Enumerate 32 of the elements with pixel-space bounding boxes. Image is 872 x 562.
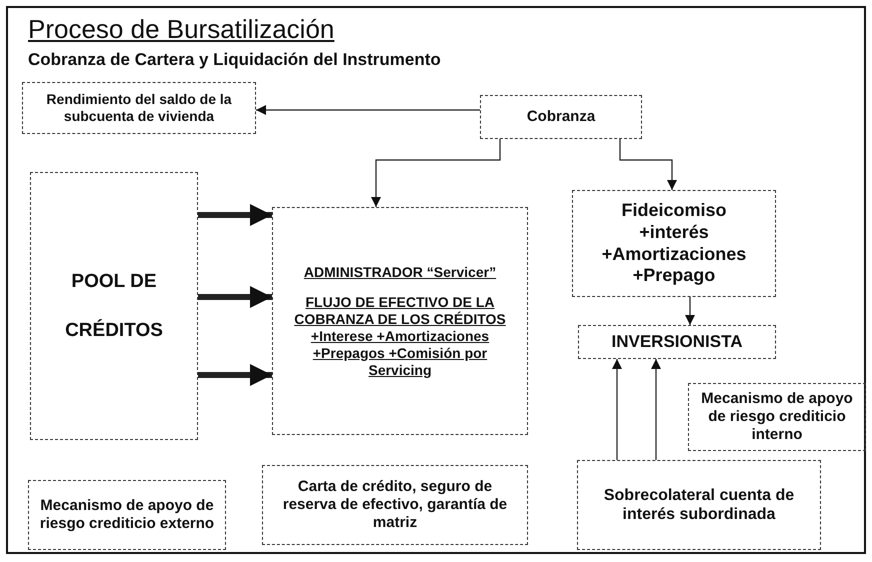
subtitle: Cobranza de Cartera y Liquidación del Instrumento: [28, 50, 441, 70]
process-box: [480, 95, 642, 139]
box-text: POOL DE CRÉDITOS: [64, 270, 164, 343]
process-box: [272, 207, 528, 435]
box-text: FLUJO DE EFECTIVO DE LA COBRANZA DE LOS CRÉDITOS +Interese +Amortizaciones +Prepagos +Comisión por Servicing: [293, 294, 507, 378]
process-box: [28, 480, 226, 550]
box-text: Carta de crédito, seguro de reserva de efectivo, garantía de matriz: [282, 478, 508, 532]
box-text: Sobrecolateral cuenta de interés subordinada: [602, 486, 796, 524]
arrow: [256, 105, 480, 115]
arrow: [651, 359, 661, 460]
process-box: [688, 383, 866, 451]
arrow: [371, 139, 501, 207]
process-box: [572, 190, 776, 297]
box-text: Mecanismo de apoyo de riesgo crediticio externo: [38, 497, 216, 533]
box-text: Mecanismo de apoyo de riesgo crediticio interno: [700, 390, 854, 444]
process-box: [577, 460, 821, 550]
box-text: Fideicomiso +interés +Amortizaciones +Prepago: [600, 200, 748, 287]
process-box: [22, 82, 256, 134]
arrow: [685, 297, 695, 325]
arrow: [198, 364, 272, 386]
box-text: INVERSIONISTA: [610, 332, 744, 352]
process-box: [30, 172, 198, 440]
box-text: Rendimiento del saldo de la subcuenta de vivienda: [45, 91, 233, 125]
arrow: [198, 286, 272, 308]
box-heading: ADMINISTRADOR “Servicer”: [302, 264, 498, 280]
arrow: [612, 359, 622, 460]
process-box: [578, 325, 776, 359]
arrow: [619, 139, 677, 190]
process-box: [262, 465, 528, 545]
arrow: [198, 204, 272, 226]
title: Proceso de Bursatilización: [28, 14, 334, 45]
box-text: Cobranza: [526, 108, 596, 126]
